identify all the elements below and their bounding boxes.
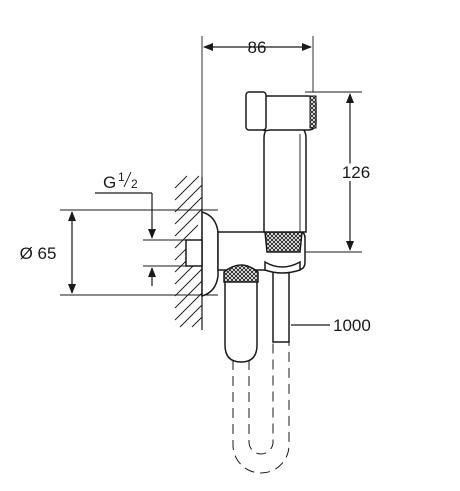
- thread-label: G 1 2: [103, 170, 138, 192]
- hose-loop-hidden: [232, 338, 290, 474]
- thread-denominator: 2: [131, 177, 138, 191]
- inlet-nut: [185, 239, 203, 267]
- diameter-dimension-label: Ø 65: [20, 244, 57, 263]
- width-dimension-label: 86: [248, 38, 267, 57]
- holder-knurled: [264, 231, 303, 253]
- hose-solid-right: [272, 265, 290, 343]
- spray-handle: [263, 125, 307, 233]
- hose-length-label: 1000: [333, 316, 371, 335]
- thread-prefix: G: [103, 173, 116, 192]
- wall-flange: [201, 211, 219, 297]
- hose-solid-left: [224, 280, 258, 363]
- height-dimension-label: 126: [342, 163, 370, 182]
- spray-head: [245, 91, 317, 132]
- thread-fraction-slash: [123, 171, 132, 188]
- hose-nut-knurled: [223, 264, 259, 283]
- thread-numerator: 1: [118, 170, 125, 184]
